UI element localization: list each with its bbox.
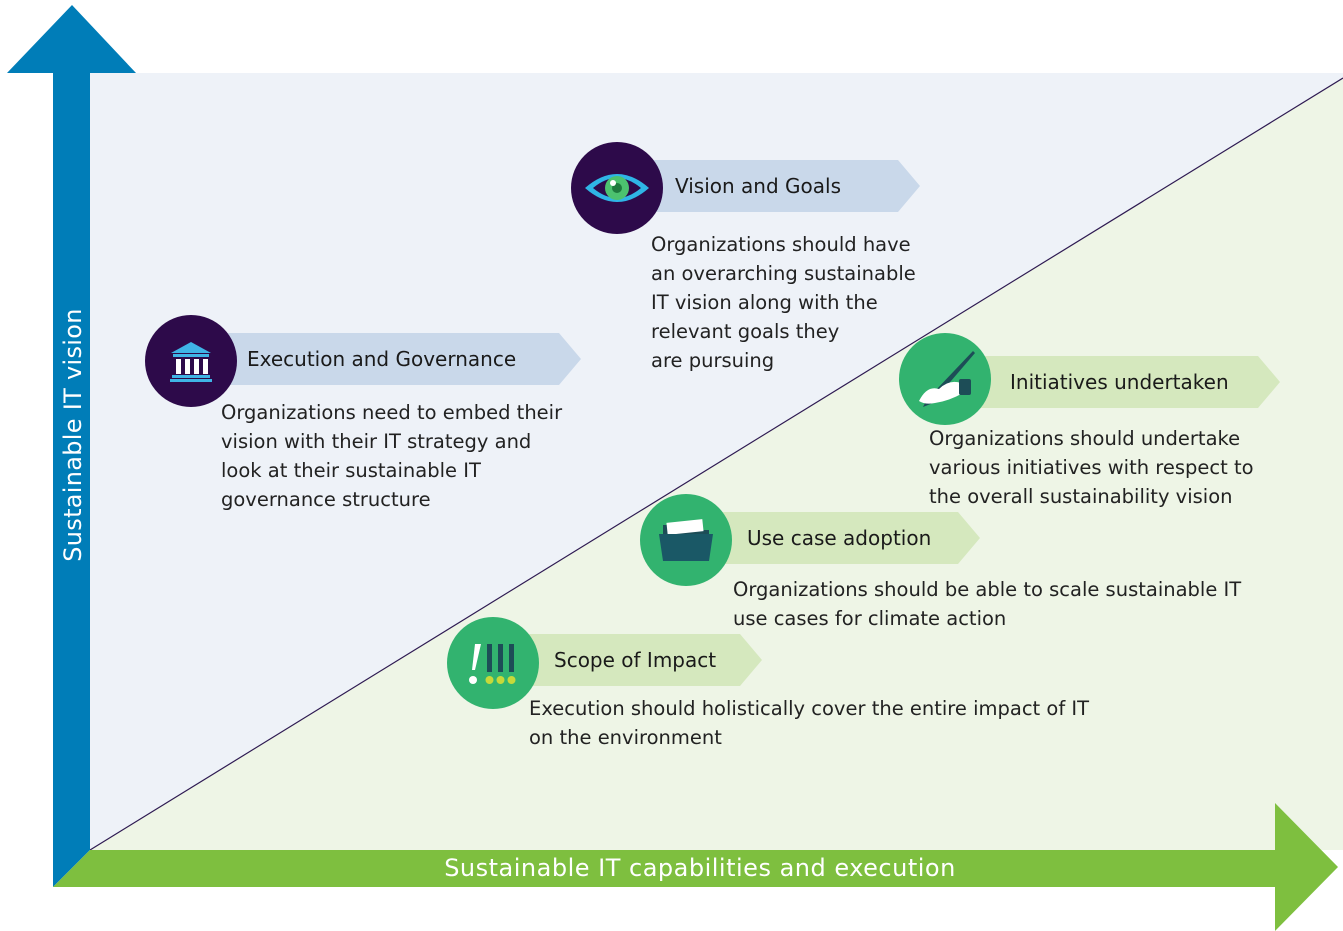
usecase-line: use cases for climate action [733,607,1007,630]
scope-description: Execution should holistically cover the … [529,694,1089,752]
initiatives-line: various initiatives with respect to [929,456,1254,479]
usecase-banner: Use case adoption [687,512,980,564]
pen-writing-icon [899,333,991,425]
y-axis-label: Sustainable IT vision [59,308,87,562]
x-axis-label: Sustainable IT capabilities and executio… [444,854,956,882]
institution-building-icon [145,315,237,407]
vertical-axis-arrow [7,5,136,887]
vision-title: Vision and Goals [675,174,841,198]
vision-banner: Vision and Goals [616,160,920,212]
usecase-line: Organizations should be able to scale su… [733,578,1242,601]
scope-line: Execution should holistically cover the … [529,697,1090,720]
execution-line: vision with their IT strategy and [221,430,532,453]
initiatives-description: Organizations should undertake various i… [929,424,1254,511]
folder-icon [640,494,732,586]
exclamation-marks-icon [447,617,539,709]
upper-region [90,73,1343,850]
horizontal-axis-arrow [53,803,1338,931]
initiatives-line: Organizations should undertake [929,427,1241,450]
usecase-description: Organizations should be able to scale su… [733,575,1241,633]
vision-description: Organizations should have an overarching… [651,230,916,375]
execution-title: Execution and Governance [247,347,517,371]
vision-line: are pursuing [651,349,775,372]
vision-line: Organizations should have [651,233,911,256]
scope-line: on the environment [529,726,722,749]
initiatives-title: Initiatives undertaken [1010,370,1229,394]
vision-line: relevant goals they [651,320,840,343]
execution-line: Organizations need to embed their [221,401,563,424]
execution-banner: Execution and Governance [195,333,581,385]
vision-line: an overarching sustainable [651,262,916,285]
execution-line: look at their sustainable IT [221,459,481,482]
execution-description: Organizations need to embed their vision… [221,398,562,514]
initiatives-banner: Initiatives undertaken [946,356,1280,408]
scope-title: Scope of Impact [554,648,717,672]
diagonal-line [89,77,1343,851]
initiatives-line: the overall sustainability vision [929,485,1233,508]
execution-line: governance structure [221,488,431,511]
usecase-title: Use case adoption [747,526,932,550]
eye-icon [571,142,663,234]
vision-line: IT vision along with the [651,291,878,314]
